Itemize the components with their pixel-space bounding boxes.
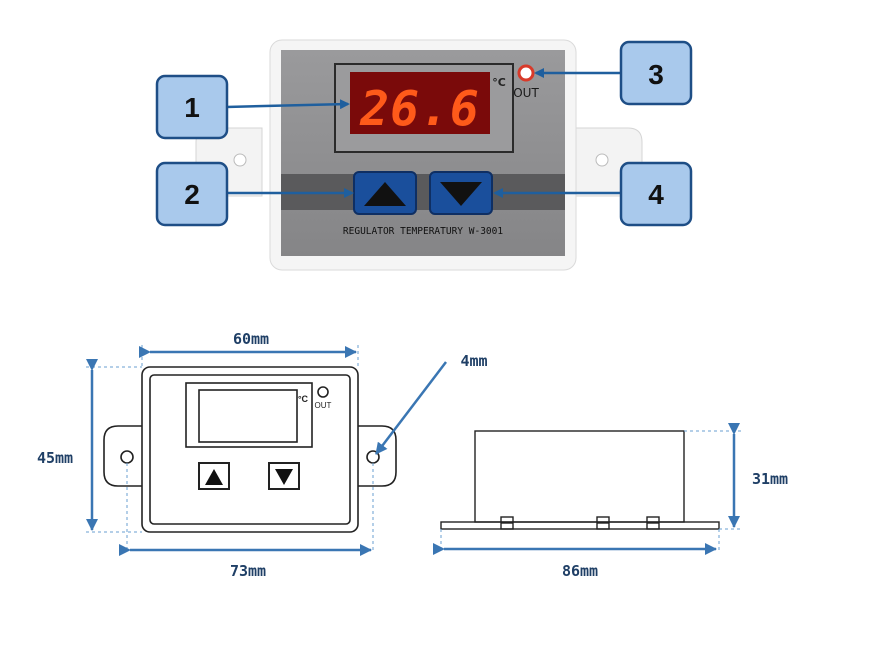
front-body-outer (141, 366, 359, 533)
callout-2-number: 2 (184, 179, 200, 210)
front-out-label: OUT (315, 401, 332, 410)
dim-label-31mm: 31mm (752, 470, 788, 488)
out-led-icon (517, 64, 535, 82)
mounting-hole-left (233, 153, 247, 167)
front-unit-label: °C (298, 394, 309, 404)
callout-1-number: 1 (184, 92, 200, 123)
display-value: 26.6 (359, 81, 480, 137)
front-down-button (268, 462, 300, 490)
callout-3: 3 (619, 40, 693, 106)
callout-4-number: 4 (648, 179, 664, 210)
dim-arrow-4mm (375, 361, 447, 455)
dim-label-86mm: 86mm (562, 562, 598, 580)
device-photo: 26.6 °C OUT REGULATOR TEMPERATURY W-3001 (195, 39, 643, 271)
side-flange (440, 521, 720, 530)
callout-1: 1 (155, 74, 229, 140)
display-unit: °C (492, 76, 506, 89)
callout-arrow-1 (225, 99, 350, 110)
front-flange-outline-right (358, 425, 397, 487)
dim-label-60mm: 60mm (233, 330, 269, 348)
device-label: REGULATOR TEMPERATURY W-3001 (343, 226, 503, 237)
display-screen (350, 72, 490, 134)
up-arrow-icon (364, 182, 406, 206)
out-label: OUT (513, 86, 539, 100)
front-up-button (198, 462, 230, 490)
dim-label-45mm: 45mm (37, 449, 73, 467)
side-drawing (440, 430, 720, 530)
mounting-hole-right (595, 153, 609, 167)
front-out-led-icon (317, 386, 329, 398)
front-display-inner (198, 389, 298, 443)
callout-3-number: 3 (648, 59, 664, 90)
callout-4: 4 (619, 161, 693, 227)
front-drawing (103, 366, 397, 533)
front-down-arrow-icon (275, 469, 293, 485)
callout-2: 2 (155, 161, 229, 227)
front-extension-lines (86, 345, 374, 552)
side-extension-lines (440, 430, 742, 552)
down-arrow-icon (440, 182, 482, 206)
dim-label-4mm: 4mm (460, 352, 487, 370)
front-body-inner (149, 374, 351, 525)
dim-label-73mm: 73mm (230, 562, 266, 580)
front-up-arrow-icon (205, 469, 223, 485)
front-hole-left (120, 450, 134, 464)
side-body (474, 430, 685, 523)
front-display-outer (185, 382, 313, 448)
front-flange-outline (103, 425, 142, 487)
